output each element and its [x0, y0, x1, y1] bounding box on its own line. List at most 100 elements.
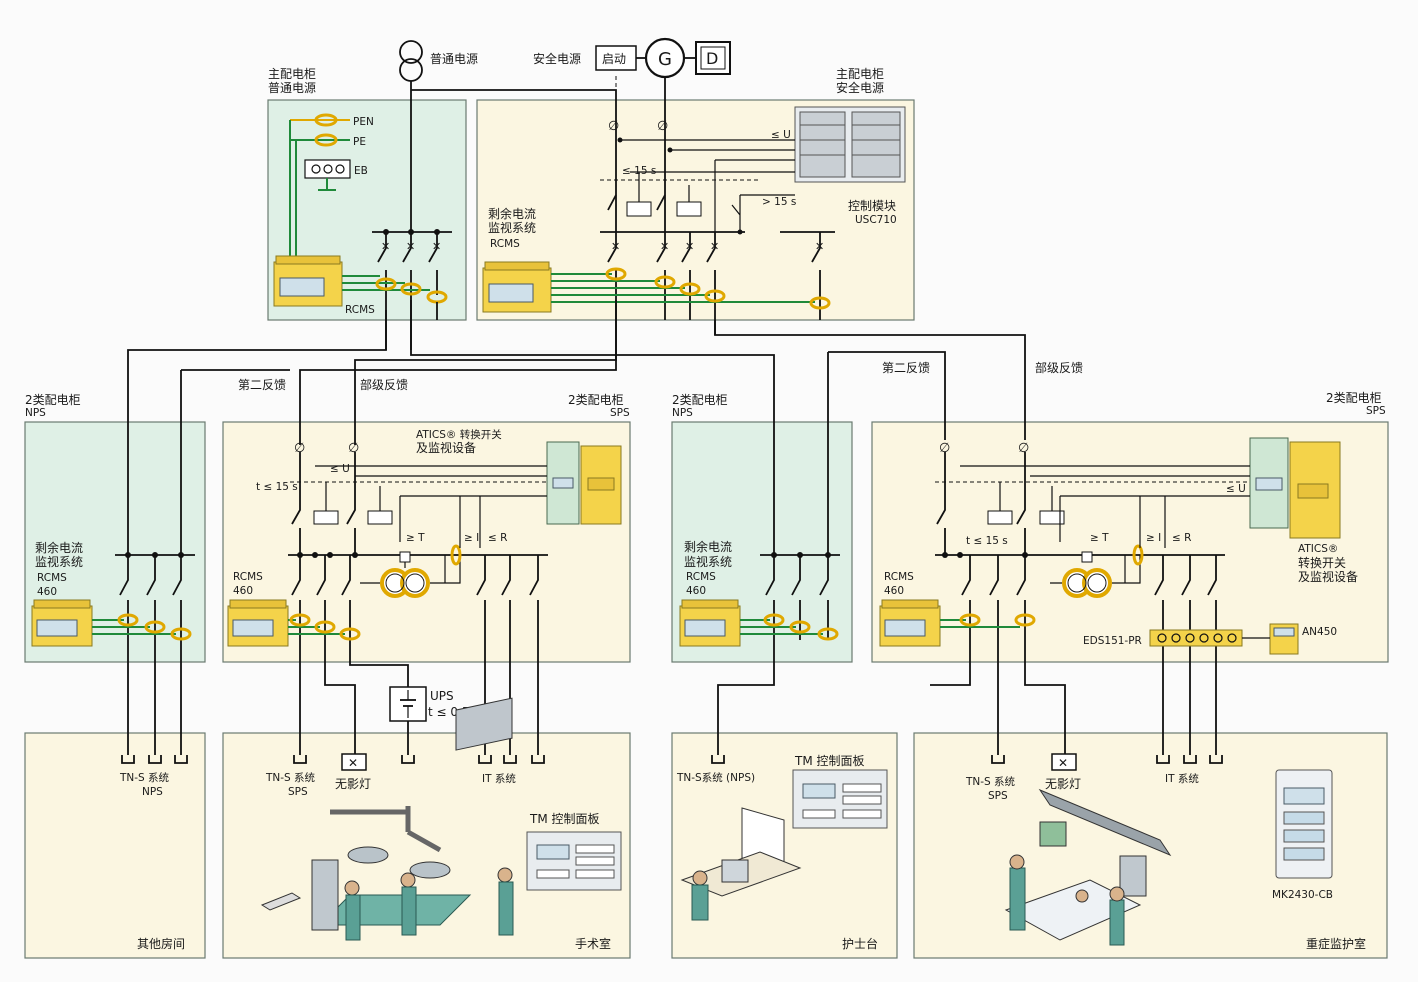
room-other	[24, 732, 206, 959]
atics-right-2: 转换开关	[1298, 555, 1346, 570]
start-label: 启动	[602, 52, 626, 66]
safety-supply-label: 安全电源	[533, 51, 581, 66]
eds151-label: EDS151-PR	[1083, 635, 1142, 647]
pe-label: PE	[353, 136, 366, 148]
socket-symbols-other	[121, 755, 188, 764]
dist-nps-left-title-2: NPS	[25, 407, 46, 419]
eds151-pr-device	[1149, 629, 1243, 647]
dist-sps-left-le-r: ≤ R	[488, 532, 507, 544]
main-sps-title-2: 安全电源	[836, 80, 884, 95]
dist-nps-right-rcms-1: 剩余电流	[684, 539, 732, 554]
main-nps-title-2: 普通电源	[268, 81, 316, 95]
control-module-usc710	[794, 106, 906, 183]
dist-sps-right-ge-i: ≥ I	[1146, 532, 1161, 544]
an450-device	[1242, 623, 1299, 655]
dist-nps-left-rcms-3: RCMS	[37, 572, 67, 584]
normal-supply-label: 普通电源	[430, 52, 478, 66]
other-room-name: 其他房间	[137, 936, 185, 951]
svg-text:✕: ✕	[1058, 756, 1068, 770]
main-sps-breakers: ✕ ✕ ✕ ✕ ✕	[607, 232, 824, 350]
or-room-name: 手术室	[575, 936, 611, 951]
atics-device-left	[546, 441, 622, 525]
main-sps-rcms-3: RCMS	[490, 238, 520, 250]
main-sps-le-u: ≤ U	[771, 129, 791, 141]
rcms-460-dist-nps-left	[31, 599, 93, 647]
svg-text:∅: ∅	[1018, 441, 1029, 456]
nurse-tns-label: TN-S系统 (NPS)	[676, 771, 755, 784]
earth-bar: PEN PE EB	[290, 113, 374, 191]
main-sps-rcms-1: 剩余电流	[488, 206, 536, 221]
transformer-symbol	[399, 40, 423, 232]
dist-sps-left-title-1: 2类配电柜	[568, 393, 624, 407]
dist-sps-left-ge-t: ≥ T	[406, 532, 425, 544]
svg-text:✕: ✕	[611, 240, 620, 253]
main-sps-gt15: > 15 s	[762, 196, 796, 208]
main-sps-le15: ≤ 15 s	[622, 165, 656, 177]
svg-text:✕: ✕	[381, 240, 390, 253]
dist-nps-right-rcms-3: RCMS	[686, 571, 716, 583]
dist-sps-left-le-u: ≤ U	[330, 463, 350, 475]
rcms-device-main-sps	[482, 261, 552, 313]
diesel-label: D	[706, 49, 718, 68]
ctrl-module-label-1: 控制模块	[848, 199, 896, 213]
svg-text:✕: ✕	[710, 240, 719, 253]
dist-sps-left-title-2: SPS	[610, 407, 630, 419]
svg-text:∅: ∅	[294, 441, 305, 456]
ctrl-module-label-2: USC710	[855, 214, 897, 226]
main-nps-title-1: 主配电柜	[268, 67, 316, 81]
svg-text:∅: ∅	[657, 119, 668, 134]
isolation-transformer-left	[380, 551, 430, 598]
svg-text:✕: ✕	[406, 240, 415, 253]
or-it-label: IT 系统	[482, 772, 516, 785]
rcms-device-main	[273, 255, 343, 307]
dist-sps-left-rcms-2: 460	[233, 585, 253, 597]
isolation-transformer-right	[1062, 551, 1112, 598]
dist-nps-left-rcms-2: 监视系统	[35, 554, 83, 569]
svg-text:✕: ✕	[348, 756, 358, 770]
atics-right-1: ATICS®	[1298, 543, 1338, 555]
atics-left-1: ATICS® 转换开关	[416, 428, 502, 441]
rcms-460-dist-sps-left	[227, 599, 289, 647]
atics-left-2: 及监视设备	[416, 440, 476, 455]
dist-nps-left-rcms-1: 剩余电流	[35, 540, 83, 555]
dist-nps-left-rcms-4: 460	[37, 586, 57, 598]
main-sps-rcms-2: 监视系统	[488, 220, 536, 235]
generator-label: G	[658, 49, 672, 70]
svg-text:✕: ✕	[660, 240, 669, 253]
feedback-second-left: 第二反馈	[238, 378, 286, 392]
icu-sps-label: SPS	[988, 790, 1008, 802]
icu-it-label: IT 系统	[1165, 772, 1199, 785]
dist-nps-right-title-2: NPS	[672, 407, 693, 419]
nurse-room-name: 护士台	[842, 936, 878, 951]
nurse-station-illustration	[680, 807, 802, 921]
tm-control-panel-nurse	[792, 769, 888, 829]
dist-sps-right-le-u: ≤ U	[1226, 483, 1246, 495]
rcms-460-dist-nps-right	[679, 599, 741, 647]
tm-control-panel-or	[526, 831, 622, 891]
dist-sps-right-t15: t ≤ 15 s	[966, 535, 1008, 547]
dist-sps-right-title-2: SPS	[1366, 405, 1386, 417]
icu-tns-label: TN-S 系统	[965, 775, 1016, 788]
dist-nps-right-rcms-2: 监视系统	[684, 554, 732, 569]
main-nps-rcms-label: RCMS	[345, 304, 375, 316]
svg-text:✕: ✕	[432, 240, 441, 253]
dist-nps-left-title-1: 2类配电柜	[25, 393, 81, 407]
dist-sps-left-ge-i: ≥ I	[464, 532, 479, 544]
nurse-tm-label: TM 控制面板	[794, 754, 865, 768]
or-lamp-label: 无影灯	[335, 777, 371, 791]
atics-device-right	[1249, 437, 1341, 539]
or-tm-label: TM 控制面板	[529, 812, 600, 826]
dist-nps-right-rcms-4: 460	[686, 585, 706, 597]
start-box	[595, 45, 637, 71]
mk2430-cb-panel	[1275, 769, 1333, 879]
other-tns-label: TN-S 系统	[119, 771, 170, 784]
other-nps-label: NPS	[142, 786, 163, 798]
icu-lamp-label: 无影灯	[1045, 777, 1081, 791]
dist-sps-right-le-r: ≤ R	[1172, 532, 1191, 544]
dist-nps-right-title-1: 2类配电柜	[672, 393, 728, 407]
feedback-partial-right: 部级反馈	[1035, 360, 1083, 375]
feedback-partial-left: 部级反馈	[360, 377, 408, 392]
rcms-460-dist-sps-right	[879, 599, 941, 647]
mk2430-label: MK2430-CB	[1272, 889, 1333, 901]
